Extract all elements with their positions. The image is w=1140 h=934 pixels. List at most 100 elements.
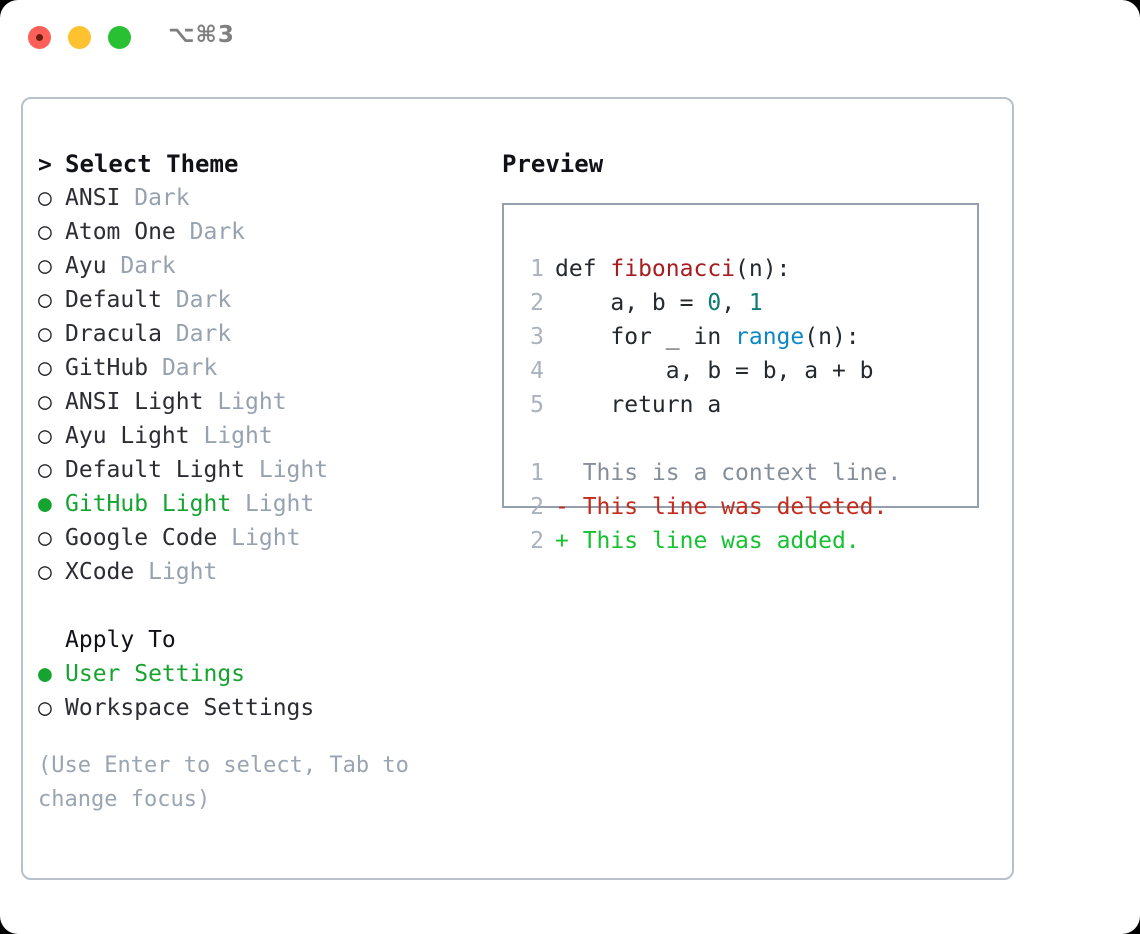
diff-line: 2 + This line was added.	[518, 524, 971, 558]
title-bar: ⌥⌘3	[0, 0, 1140, 76]
theme-list: ○ANSI Dark○Atom One Dark○Ayu Dark○Defaul…	[38, 181, 478, 589]
diff-line-number: 1	[530, 460, 544, 486]
theme-list-item[interactable]: ○ ANSI Light Light	[38, 385, 478, 419]
code-token: 1	[748, 290, 763, 316]
theme-list-item-variant: Light	[231, 491, 315, 517]
code-token: (n):	[804, 324, 860, 350]
theme-list-item[interactable]: ● GitHub Light Light	[38, 487, 478, 521]
theme-list-item-label: Google Code	[65, 525, 218, 551]
diff-line-text: This line was added.	[568, 528, 860, 554]
preview-box: 1 def fibonacci (n): 2 a, b = 0, 1 3 for _ i…	[502, 203, 979, 554]
minimize-window-button[interactable]	[68, 26, 91, 49]
radio-selected-icon: ●	[38, 661, 52, 687]
code-line-number: 1	[530, 256, 544, 282]
radio-unselected-icon: ○	[38, 287, 52, 313]
code-token: a, b =	[555, 290, 708, 316]
theme-list-item-variant: Dark	[120, 185, 190, 211]
diff-line-text: This is a context line.	[568, 460, 902, 486]
keyboard-shortcut-label: ⌥⌘3	[168, 22, 235, 48]
diff-line: 1 This is a context line.	[518, 456, 971, 490]
theme-list-item-variant: Dark	[161, 321, 232, 347]
code-token: ,	[721, 290, 749, 316]
code-token: a, b = b, a + b	[555, 358, 874, 384]
code-token: 0	[707, 290, 722, 316]
maximize-window-button[interactable]	[108, 26, 131, 49]
theme-list-item-variant: Light	[217, 525, 301, 551]
list-spacer	[38, 589, 478, 623]
theme-list-item-label: Ayu	[65, 253, 107, 279]
code-preview: 1 def fibonacci (n): 2 a, b = 0, 1 3 for _ i…	[518, 252, 971, 558]
theme-list-item[interactable]: ○Default Dark	[38, 283, 478, 317]
theme-list-item-label: Ayu Light	[65, 423, 190, 449]
theme-list-item[interactable]: ○ ANSI Dark	[38, 181, 478, 215]
theme-list-item-label: Default Light	[65, 457, 246, 483]
radio-unselected-icon: ○	[38, 321, 52, 347]
window-controls	[28, 26, 131, 49]
code-line-number: 5	[530, 392, 544, 418]
diff-sample: 1 This is a context line.2- This line wa…	[518, 456, 971, 558]
theme-list-item-label: Atom One	[65, 219, 176, 245]
code-diff-separator	[518, 422, 971, 456]
theme-list-item-label: ANSI	[65, 185, 121, 211]
theme-list-item[interactable]: ○ Ayu Dark	[38, 249, 478, 283]
prompt-caret-icon: >	[38, 152, 52, 178]
theme-list-item[interactable]: ○ Ayu Light Light	[38, 419, 478, 453]
theme-list-item[interactable]: ○ GitHub Dark	[38, 351, 478, 385]
radio-selected-icon: ●	[38, 491, 52, 517]
code-line: 5 return a	[518, 388, 971, 422]
code-token: def	[555, 256, 611, 282]
theme-list-item-variant: Dark	[148, 355, 218, 381]
theme-list-item-label: ANSI Light	[65, 389, 204, 415]
theme-list-item-label: GitHub Light	[65, 491, 232, 517]
theme-list-item-variant: Light	[245, 457, 329, 483]
theme-list-item[interactable]: ○ XCode Light	[38, 555, 478, 589]
apply-to-item[interactable]: ● User Settings	[38, 657, 478, 691]
theme-list-item[interactable]: ○ Atom One Dark	[38, 215, 478, 249]
radio-unselected-icon: ○	[38, 457, 52, 483]
theme-list-item[interactable]: ○ Google Code Light	[38, 521, 478, 555]
diff-line: 2- This line was deleted.	[518, 490, 971, 524]
theme-list-item[interactable]: ○ Default Light Light	[38, 453, 478, 487]
code-line-number: 4	[530, 358, 544, 384]
radio-unselected-icon: ○	[38, 525, 52, 551]
radio-unselected-icon: ○	[38, 355, 52, 381]
theme-list-item-label: GitHub	[65, 355, 149, 381]
theme-list-item-label: Dracula	[65, 321, 162, 347]
radio-unselected-icon: ○	[38, 389, 52, 415]
code-token: return a	[555, 392, 722, 418]
radio-unselected-icon: ○	[38, 219, 52, 245]
theme-list-item[interactable]: ○ Dracula Dark	[38, 317, 478, 351]
diff-sign	[555, 456, 569, 490]
radio-unselected-icon: ○	[38, 253, 52, 279]
theme-list-item-variant: Dark	[106, 253, 176, 279]
keyboard-hint: (Use Enter to select, Tab to change focu…	[38, 753, 423, 812]
theme-list-item-variant: Dark	[161, 287, 232, 313]
theme-list-item-variant: Light	[203, 389, 287, 415]
preview-column: Preview 1 def fibonacci (n): 2 a, b = 0, 1 3…	[502, 147, 992, 554]
theme-list-item-label: XCode	[65, 559, 135, 585]
diff-sign: +	[555, 528, 569, 554]
radio-unselected-icon: ○	[38, 559, 52, 585]
preview-title: Preview	[502, 150, 604, 178]
apply-to-header-marker: ○	[38, 623, 65, 657]
theme-picker-header: > Select Theme	[38, 147, 478, 181]
diff-line-text: This line was deleted.	[568, 494, 888, 520]
radio-unselected-icon: ○	[38, 423, 52, 449]
diff-line-number: 2	[530, 528, 544, 554]
diff-sign: -	[555, 494, 569, 520]
theme-picker-column: > Select Theme ○ANSI Dark○Atom One Dark○…	[38, 147, 478, 817]
code-line-number: 3	[530, 324, 544, 350]
code-line: 3 for _ in range(n):	[518, 320, 971, 354]
code-token: fibonacci	[610, 256, 736, 282]
apply-to-list: ● User Settings ○Workspace Settings	[38, 657, 478, 725]
theme-list-item-variant: Light	[134, 559, 218, 585]
radio-unselected-icon: ○	[38, 185, 52, 211]
theme-list-item-variant: Dark	[175, 219, 246, 245]
close-window-button[interactable]	[28, 26, 51, 49]
apply-to-item-label: User Settings	[65, 661, 246, 687]
apply-to-item[interactable]: ○Workspace Settings	[38, 691, 478, 725]
main-panel: > Select Theme ○ANSI Dark○Atom One Dark○…	[21, 97, 1014, 880]
theme-list-item-variant: Light	[189, 423, 273, 449]
page-title: Select Theme	[65, 150, 239, 178]
